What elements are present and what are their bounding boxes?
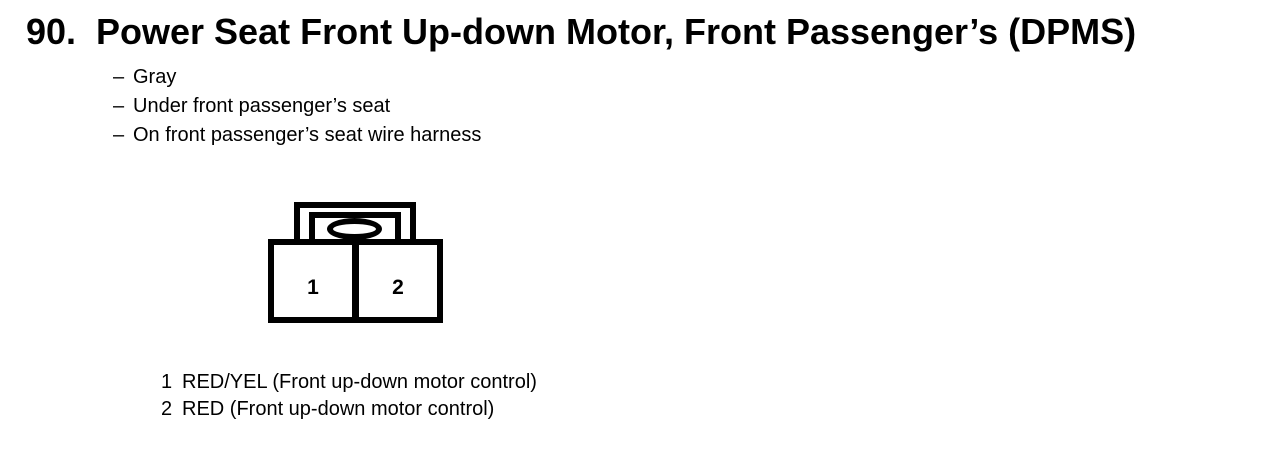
dash-bullet: – xyxy=(113,66,125,88)
section-number: 90. xyxy=(26,11,77,52)
connector-cavity-divider xyxy=(352,245,359,317)
section-header: 90. Power Seat Front Up-down Motor, Fron… xyxy=(26,12,1136,52)
dash-bullet: – xyxy=(113,95,125,117)
connector-latch-oval-icon xyxy=(327,218,382,240)
note-line-color: – Gray xyxy=(113,63,481,92)
connector-latch-outer xyxy=(294,202,416,246)
note-text: Under front passenger’s seat xyxy=(133,95,391,117)
dash-bullet: – xyxy=(113,124,125,146)
pin-description: RED (Front up-down motor control) xyxy=(182,398,495,420)
pin-description: RED/YEL (Front up-down motor control) xyxy=(182,371,537,393)
pin-number: 2 xyxy=(161,398,173,420)
connector-body: 1 2 xyxy=(268,239,443,323)
connector-latch-inner xyxy=(309,212,401,246)
cavity-label: 1 xyxy=(307,276,319,299)
connector-cavity-2: 2 xyxy=(359,245,437,317)
pin-number: 1 xyxy=(161,371,173,393)
pinout-row-1: 1 RED/YEL (Front up-down motor control) xyxy=(161,369,537,396)
note-text: Gray xyxy=(133,66,177,88)
cavity-label: 2 xyxy=(392,276,404,299)
pinout-row-2: 2 RED (Front up-down motor control) xyxy=(161,396,537,423)
note-line-harness: – On front passenger’s seat wire harness xyxy=(113,121,481,150)
note-line-location: – Under front passenger’s seat xyxy=(113,92,481,121)
pinout-list: 1 RED/YEL (Front up-down motor control) … xyxy=(161,369,537,423)
connector-notes: – Gray – Under front passenger’s seat – … xyxy=(113,63,481,150)
page-title: Power Seat Front Up-down Motor, Front Pa… xyxy=(96,11,1137,52)
connector-cavity-1: 1 xyxy=(274,245,352,317)
note-text: On front passenger’s seat wire harness xyxy=(133,124,482,146)
